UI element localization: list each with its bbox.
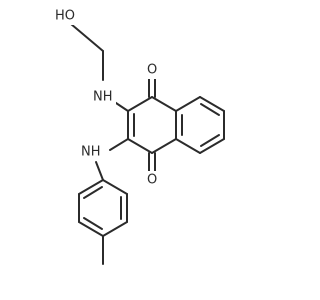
bond-ar6 [78, 179, 104, 195]
bond-ar3 [102, 221, 128, 237]
bond-c3-n [109, 138, 129, 151]
bond-c6-c5 [199, 138, 225, 154]
bond-n-c1prime [95, 161, 104, 181]
label-backgrounds [55, 7, 159, 189]
carbonyl-oxygen-top-label: O [147, 63, 157, 78]
bond-c4-c3 [127, 138, 153, 154]
bond-ar6-double [83, 186, 103, 199]
bond-c5-c4a [175, 138, 201, 154]
bond-layer [69, 19, 225, 265]
bond-ar4 [78, 221, 104, 237]
bond-c2-c1 [127, 96, 153, 112]
bond-c8-c7 [199, 96, 225, 112]
carbonyl-oxygen-bottom-label: O [147, 173, 157, 188]
bond-ar1 [102, 179, 128, 195]
amine-nh-top-label: NH [93, 90, 113, 105]
amine-nh-bottom-label: NH [81, 145, 101, 160]
bond-ar4-double [83, 217, 103, 230]
bond-c8a-c8 [175, 96, 201, 112]
bond-ch2-ch2 [70, 23, 104, 52]
hydroxyl-label: HO [55, 9, 75, 24]
bond-c6-c5-double [200, 134, 220, 147]
atom-labels: HO NH NH O O [55, 9, 157, 188]
molecule-structure-diagram: HO NH NH O O [55, 7, 225, 265]
bond-c8-c7-double [200, 103, 220, 116]
bond-c1-c8a [151, 96, 177, 112]
bond-c4a-c4 [151, 138, 177, 154]
